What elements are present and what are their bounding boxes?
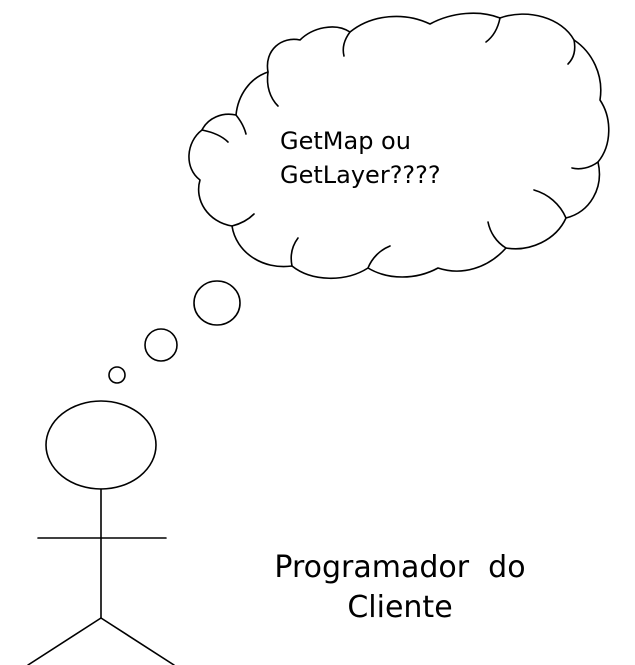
thought-text: GetMap ou GetLayer????	[280, 124, 540, 192]
actor-left-leg	[27, 617, 102, 665]
cloud-arc-8	[367, 245, 391, 269]
cloud-arc-4	[567, 39, 576, 65]
actor-label-line2: Cliente	[347, 590, 453, 625]
cloud-arc-1	[266, 71, 279, 107]
cloud-arc-12	[235, 114, 247, 135]
cloud-arc-9	[290, 237, 299, 267]
thought-cloud	[188, 12, 610, 280]
actor-label: Programador do Cliente	[220, 548, 580, 628]
cloud-arc-7	[487, 221, 507, 249]
actor-head	[45, 400, 157, 490]
cloud-arc-3	[485, 17, 501, 43]
cloud-arc-10	[231, 213, 255, 227]
cloud-arc-2	[342, 31, 351, 57]
cloud-arc-6	[533, 189, 567, 219]
stick-figure	[27, 400, 175, 665]
cloud-arc-11	[201, 129, 229, 143]
thought-bubble-small	[108, 366, 126, 384]
actor-label-line1: Programador do	[274, 550, 526, 585]
cloud-arc-5	[571, 161, 599, 170]
thought-bubble-large	[193, 280, 241, 326]
thought-text-line1: GetMap ou	[280, 127, 411, 155]
actor-right-leg	[100, 617, 175, 665]
thought-bubble-medium	[144, 328, 178, 362]
thought-text-line2: GetLayer????	[280, 161, 441, 189]
